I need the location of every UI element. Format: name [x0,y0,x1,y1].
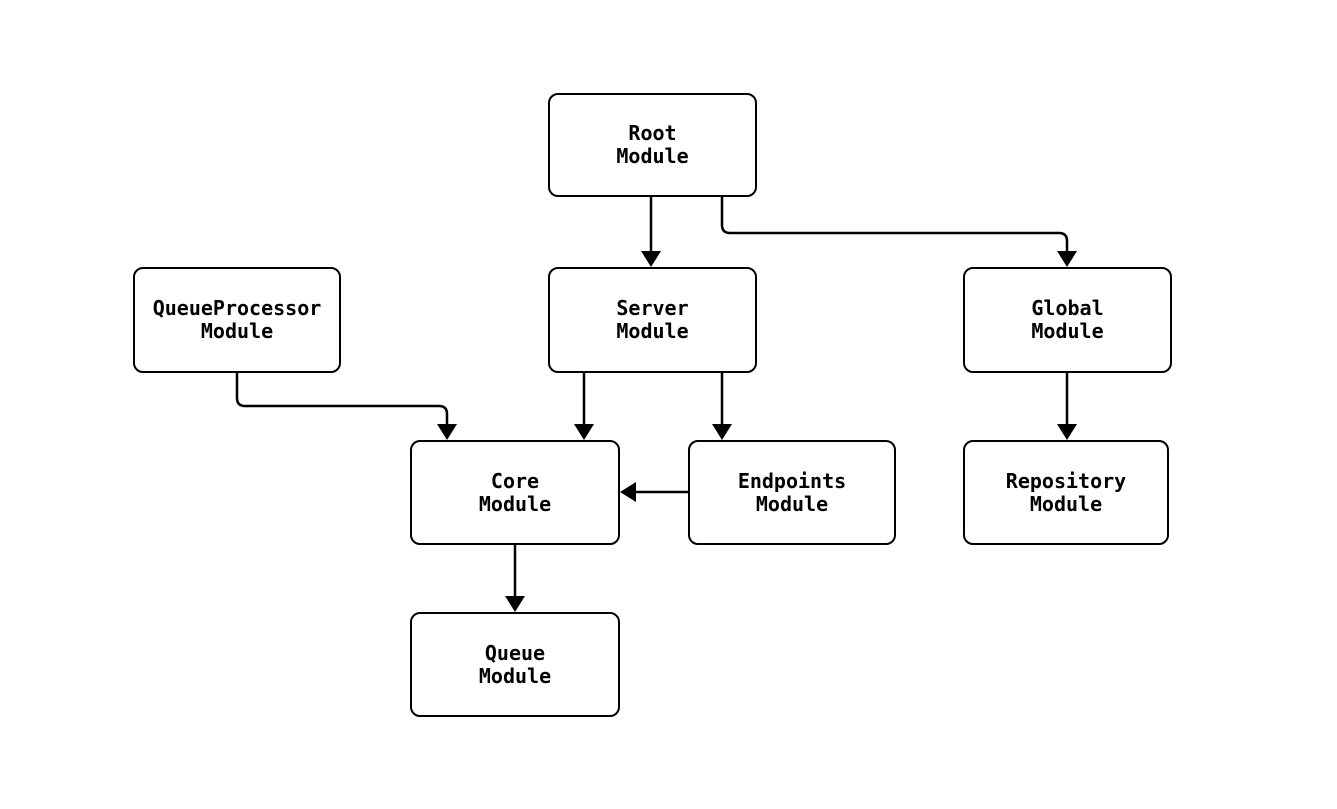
node-root-module: Root Module [548,93,757,197]
node-server-module: Server Module [548,267,757,373]
edge-root-to-global [720,197,1069,253]
node-repository-module: Repository Module [963,440,1169,545]
arrowhead-endpoints-to-core [620,482,636,502]
node-core-module: Core Module [410,440,620,545]
arrowhead-root-to-global [1057,251,1077,267]
arrowhead-queueprocessor-to-core [437,424,457,440]
node-queueprocessor-module: QueueProcessor Module [133,267,341,373]
arrowhead-global-to-repository [1057,424,1077,440]
arrowhead-root-to-server [641,251,661,267]
node-queue-module: Queue Module [410,612,620,717]
arrowhead-server-to-core [574,424,594,440]
node-global-module: Global Module [963,267,1172,373]
arrowhead-core-to-queue [505,596,525,612]
node-endpoints-module: Endpoints Module [688,440,896,545]
edge-queueprocessor-to-core [235,373,449,426]
arrowhead-server-to-endpoints [712,424,732,440]
